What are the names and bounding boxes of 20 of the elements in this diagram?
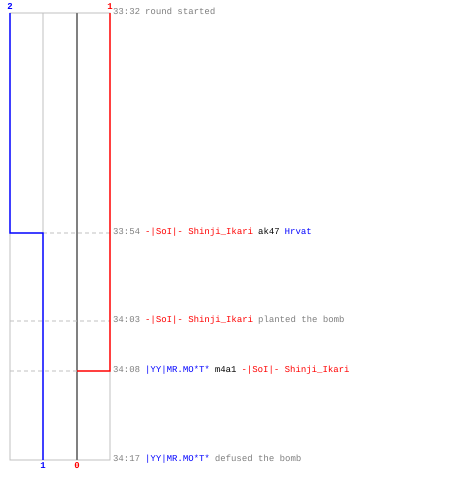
event-text: planted the bomb [258,315,344,325]
event-time: 34:17 [113,454,140,464]
player-name: |YY|MR.MO*T* [145,365,210,375]
event-time: 34:08 [113,365,140,375]
weapon-name: ak47 [258,227,280,237]
player-name: Hrvat [284,227,312,237]
player-name: -|SoI|- Shinji_Ikari [145,315,254,325]
count-tick: 0 [74,461,80,471]
count-tick: 2 [7,2,13,12]
count-tick: 1 [40,461,46,471]
player-name: -|SoI|- Shinji_Ikari [241,365,350,375]
event-text: defused the bomb [214,454,302,464]
count-tick: 1 [107,2,113,12]
event-text: round started [145,7,216,17]
weapon-name: m4a1 [214,365,236,375]
event-time: 33:32 [113,7,140,17]
event-time: 34:03 [113,315,140,325]
player-name: |YY|MR.MO*T* [145,454,210,464]
player-name: -|SoI|- Shinji_Ikari [145,227,254,237]
event-time: 33:54 [113,227,140,237]
